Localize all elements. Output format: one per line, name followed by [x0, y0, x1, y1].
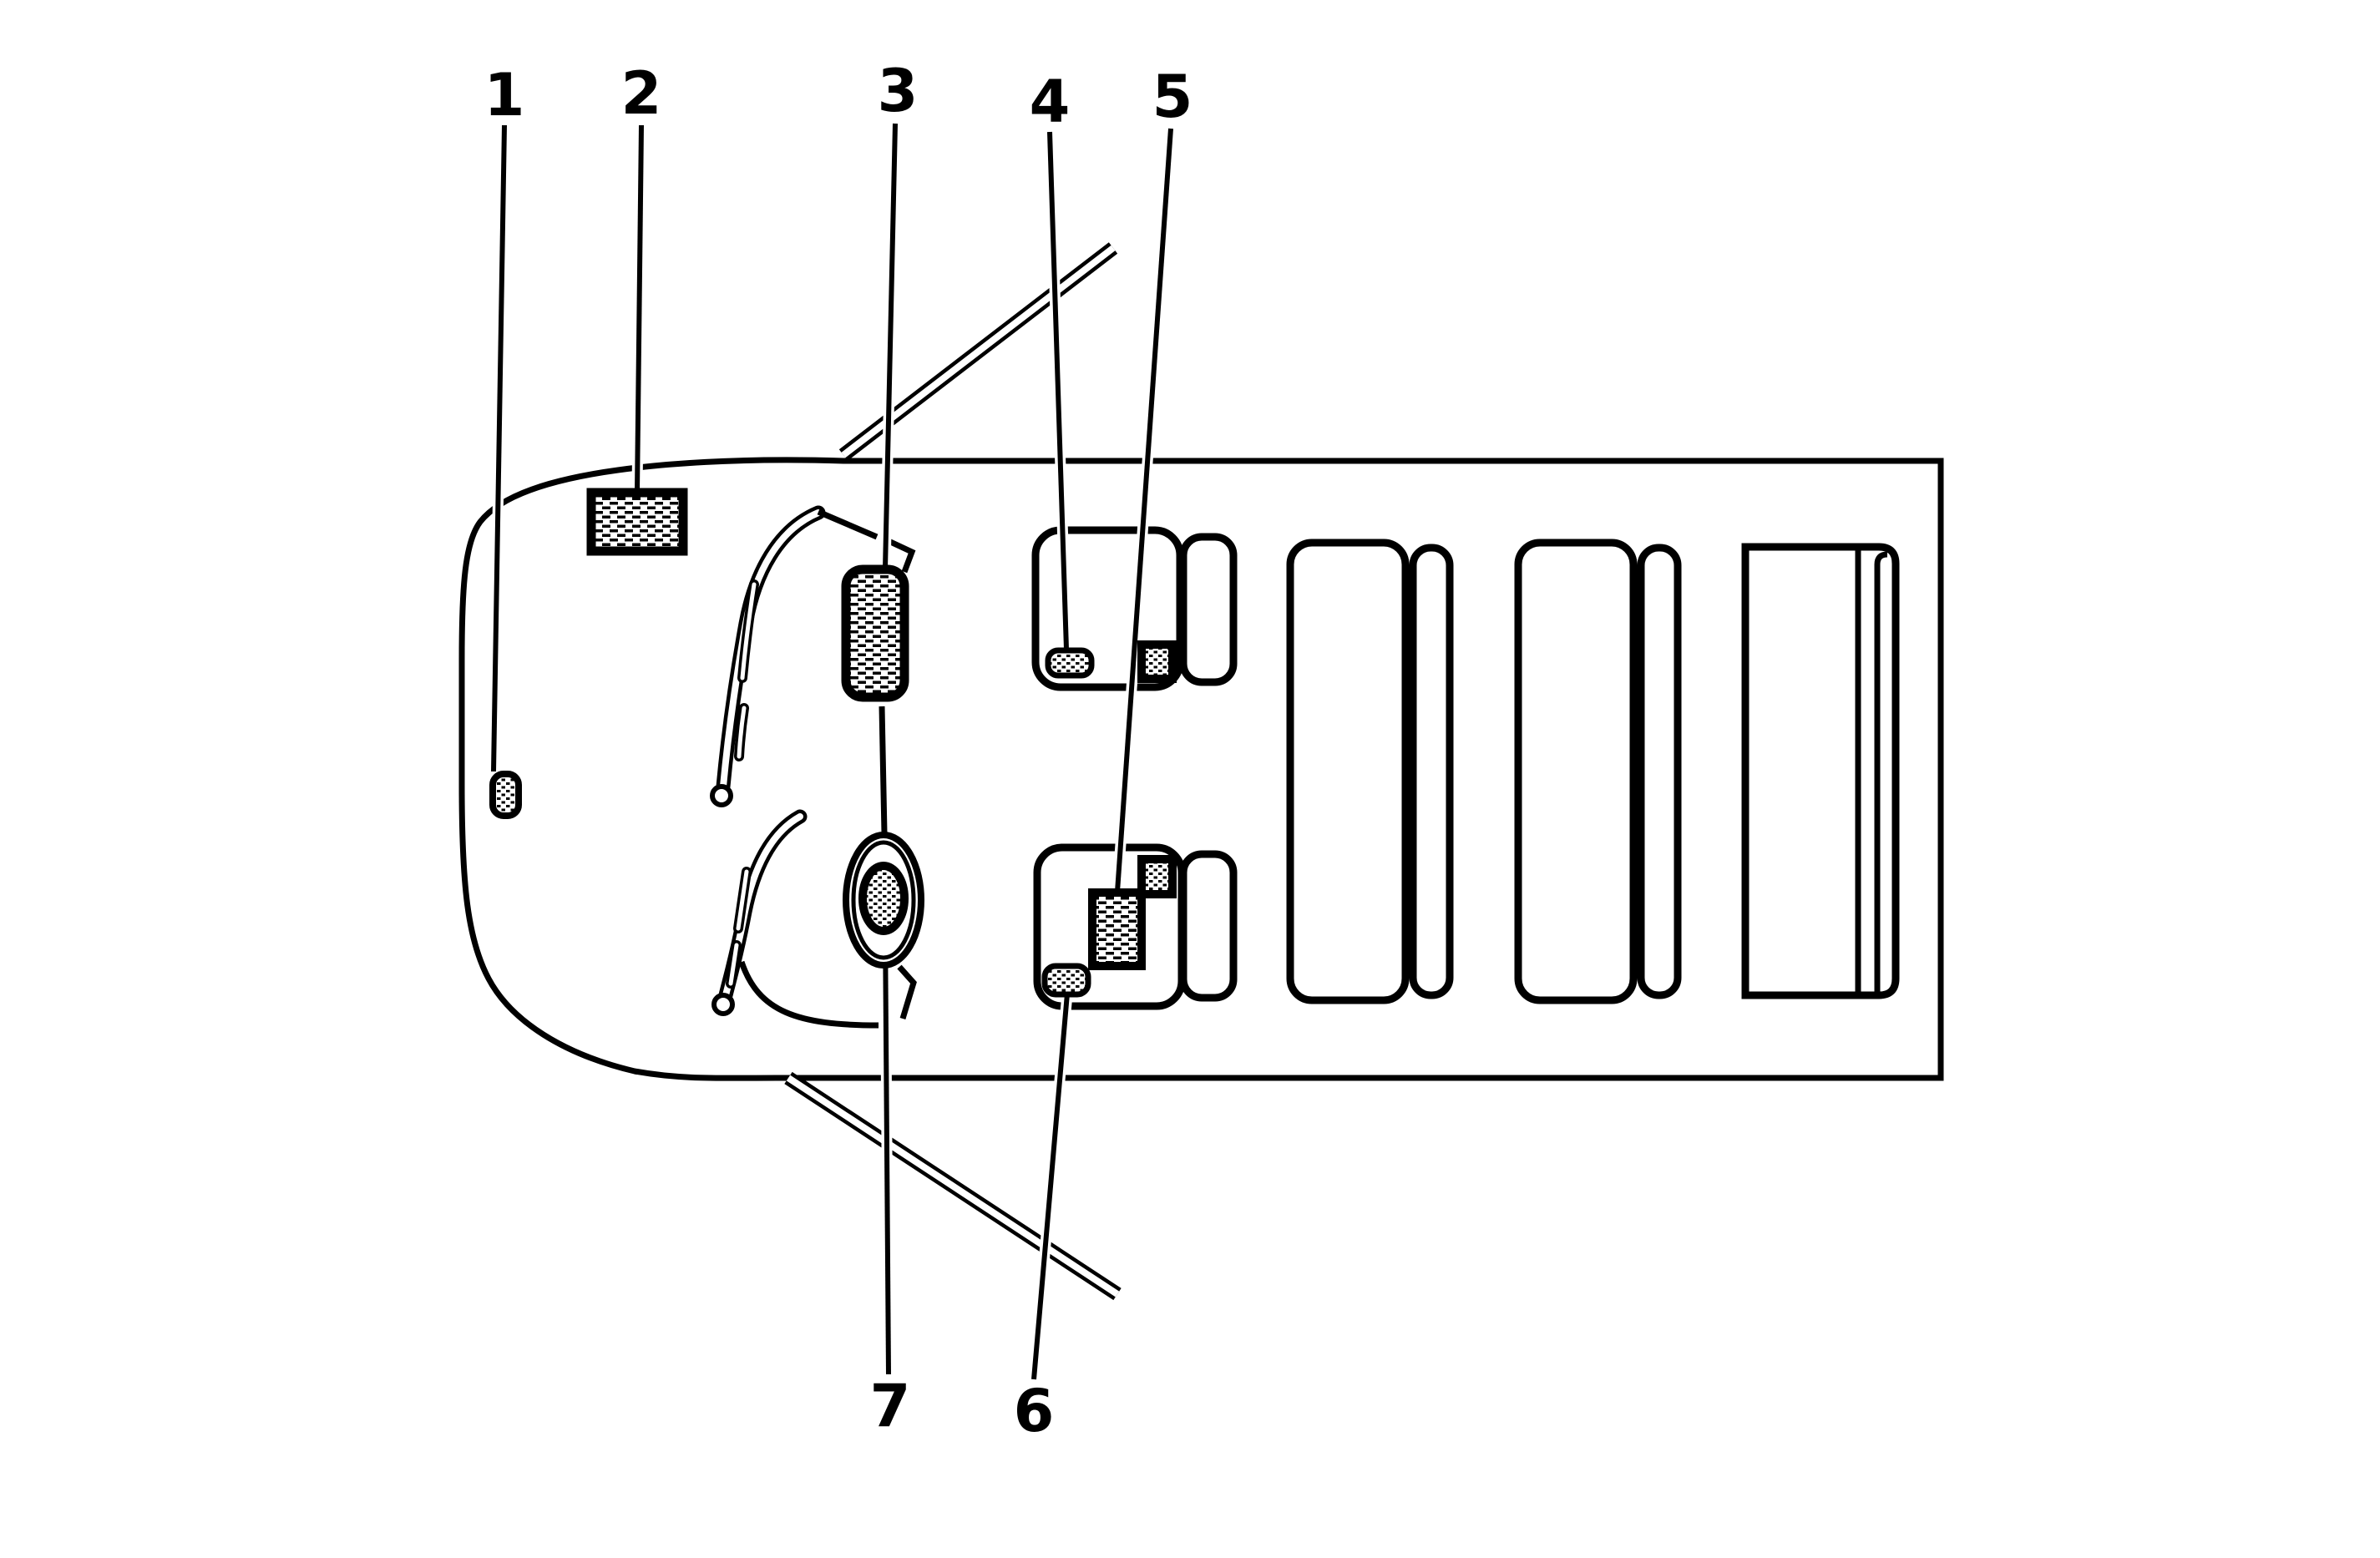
callout-label-4: 4	[1030, 68, 1071, 136]
steering-wheel	[843, 832, 924, 969]
callout-leader-7	[883, 922, 891, 1375]
vehicle-body-outline	[458, 457, 1944, 1081]
cowl-line	[817, 508, 879, 540]
driver-seat-headrest	[1179, 850, 1238, 1002]
component-7-horn-pad	[858, 862, 909, 935]
callout-label-6: 6	[1014, 1377, 1055, 1445]
callout-label-5: 5	[1152, 63, 1193, 131]
wiper-blade-lower-seg1-core	[736, 869, 749, 931]
pillar-strip-lower-core	[786, 1075, 1120, 1297]
passenger-seat-headrest	[1179, 533, 1238, 686]
bench2-backrest	[1637, 544, 1682, 999]
callout-leader-4	[1047, 131, 1069, 650]
callout-label-2: 2	[621, 59, 662, 128]
component-4-marker	[1045, 647, 1095, 679]
wiper-blade-upper-seg2-core	[737, 706, 747, 759]
bench3-cushion	[1741, 543, 1900, 999]
bench2-cushion	[1514, 539, 1638, 1004]
callout-leader-5	[1115, 128, 1173, 893]
callout-label-7: 7	[870, 1372, 911, 1440]
bench1-cushion	[1286, 539, 1410, 1004]
callout-leader-2	[635, 124, 644, 493]
cowl-bracket-mark	[885, 537, 916, 574]
bench3-backrest-line	[1874, 551, 1888, 994]
rear-bench-row-1	[1286, 539, 1454, 1004]
callout-label-3: 3	[878, 57, 919, 125]
steering-column-line	[879, 706, 888, 834]
rear-bench-row-2	[1514, 539, 1682, 1004]
component-3-marker	[841, 564, 909, 702]
rear-bench-row-3	[1741, 543, 1900, 999]
steering-wheel-rim-inner	[851, 840, 916, 960]
wiper-pivot-loop-lower	[711, 993, 735, 1016]
front-pillar-strip-lower	[784, 1071, 1122, 1301]
callout-leader-1	[491, 124, 507, 772]
wiper-blade-lower-seg2-core	[728, 943, 739, 986]
component-2-marker	[586, 488, 688, 556]
passenger-seat-anchor-block	[1137, 640, 1177, 683]
wiper-assembly-lower	[711, 809, 808, 1016]
wiper-blade-upper-seg1-core	[740, 582, 757, 680]
callout-leaders	[488, 123, 1177, 1380]
leader-lines	[491, 123, 1173, 1380]
callout-label-1: 1	[484, 61, 525, 129]
wiper-assembly-upper	[710, 505, 826, 807]
door-sill-line	[738, 960, 879, 1029]
driver-seat-anchor-block	[1137, 855, 1177, 898]
callout-leader-3	[883, 123, 898, 569]
component-6-marker	[1041, 963, 1091, 998]
wiper-pivot-loop-upper	[710, 784, 733, 807]
component-5-marker	[1088, 888, 1146, 970]
callout-leader-6	[1031, 993, 1070, 1380]
floor-bracket-mark	[897, 964, 917, 1020]
bench1-backrest	[1409, 544, 1454, 999]
component-1-marker	[489, 771, 522, 819]
